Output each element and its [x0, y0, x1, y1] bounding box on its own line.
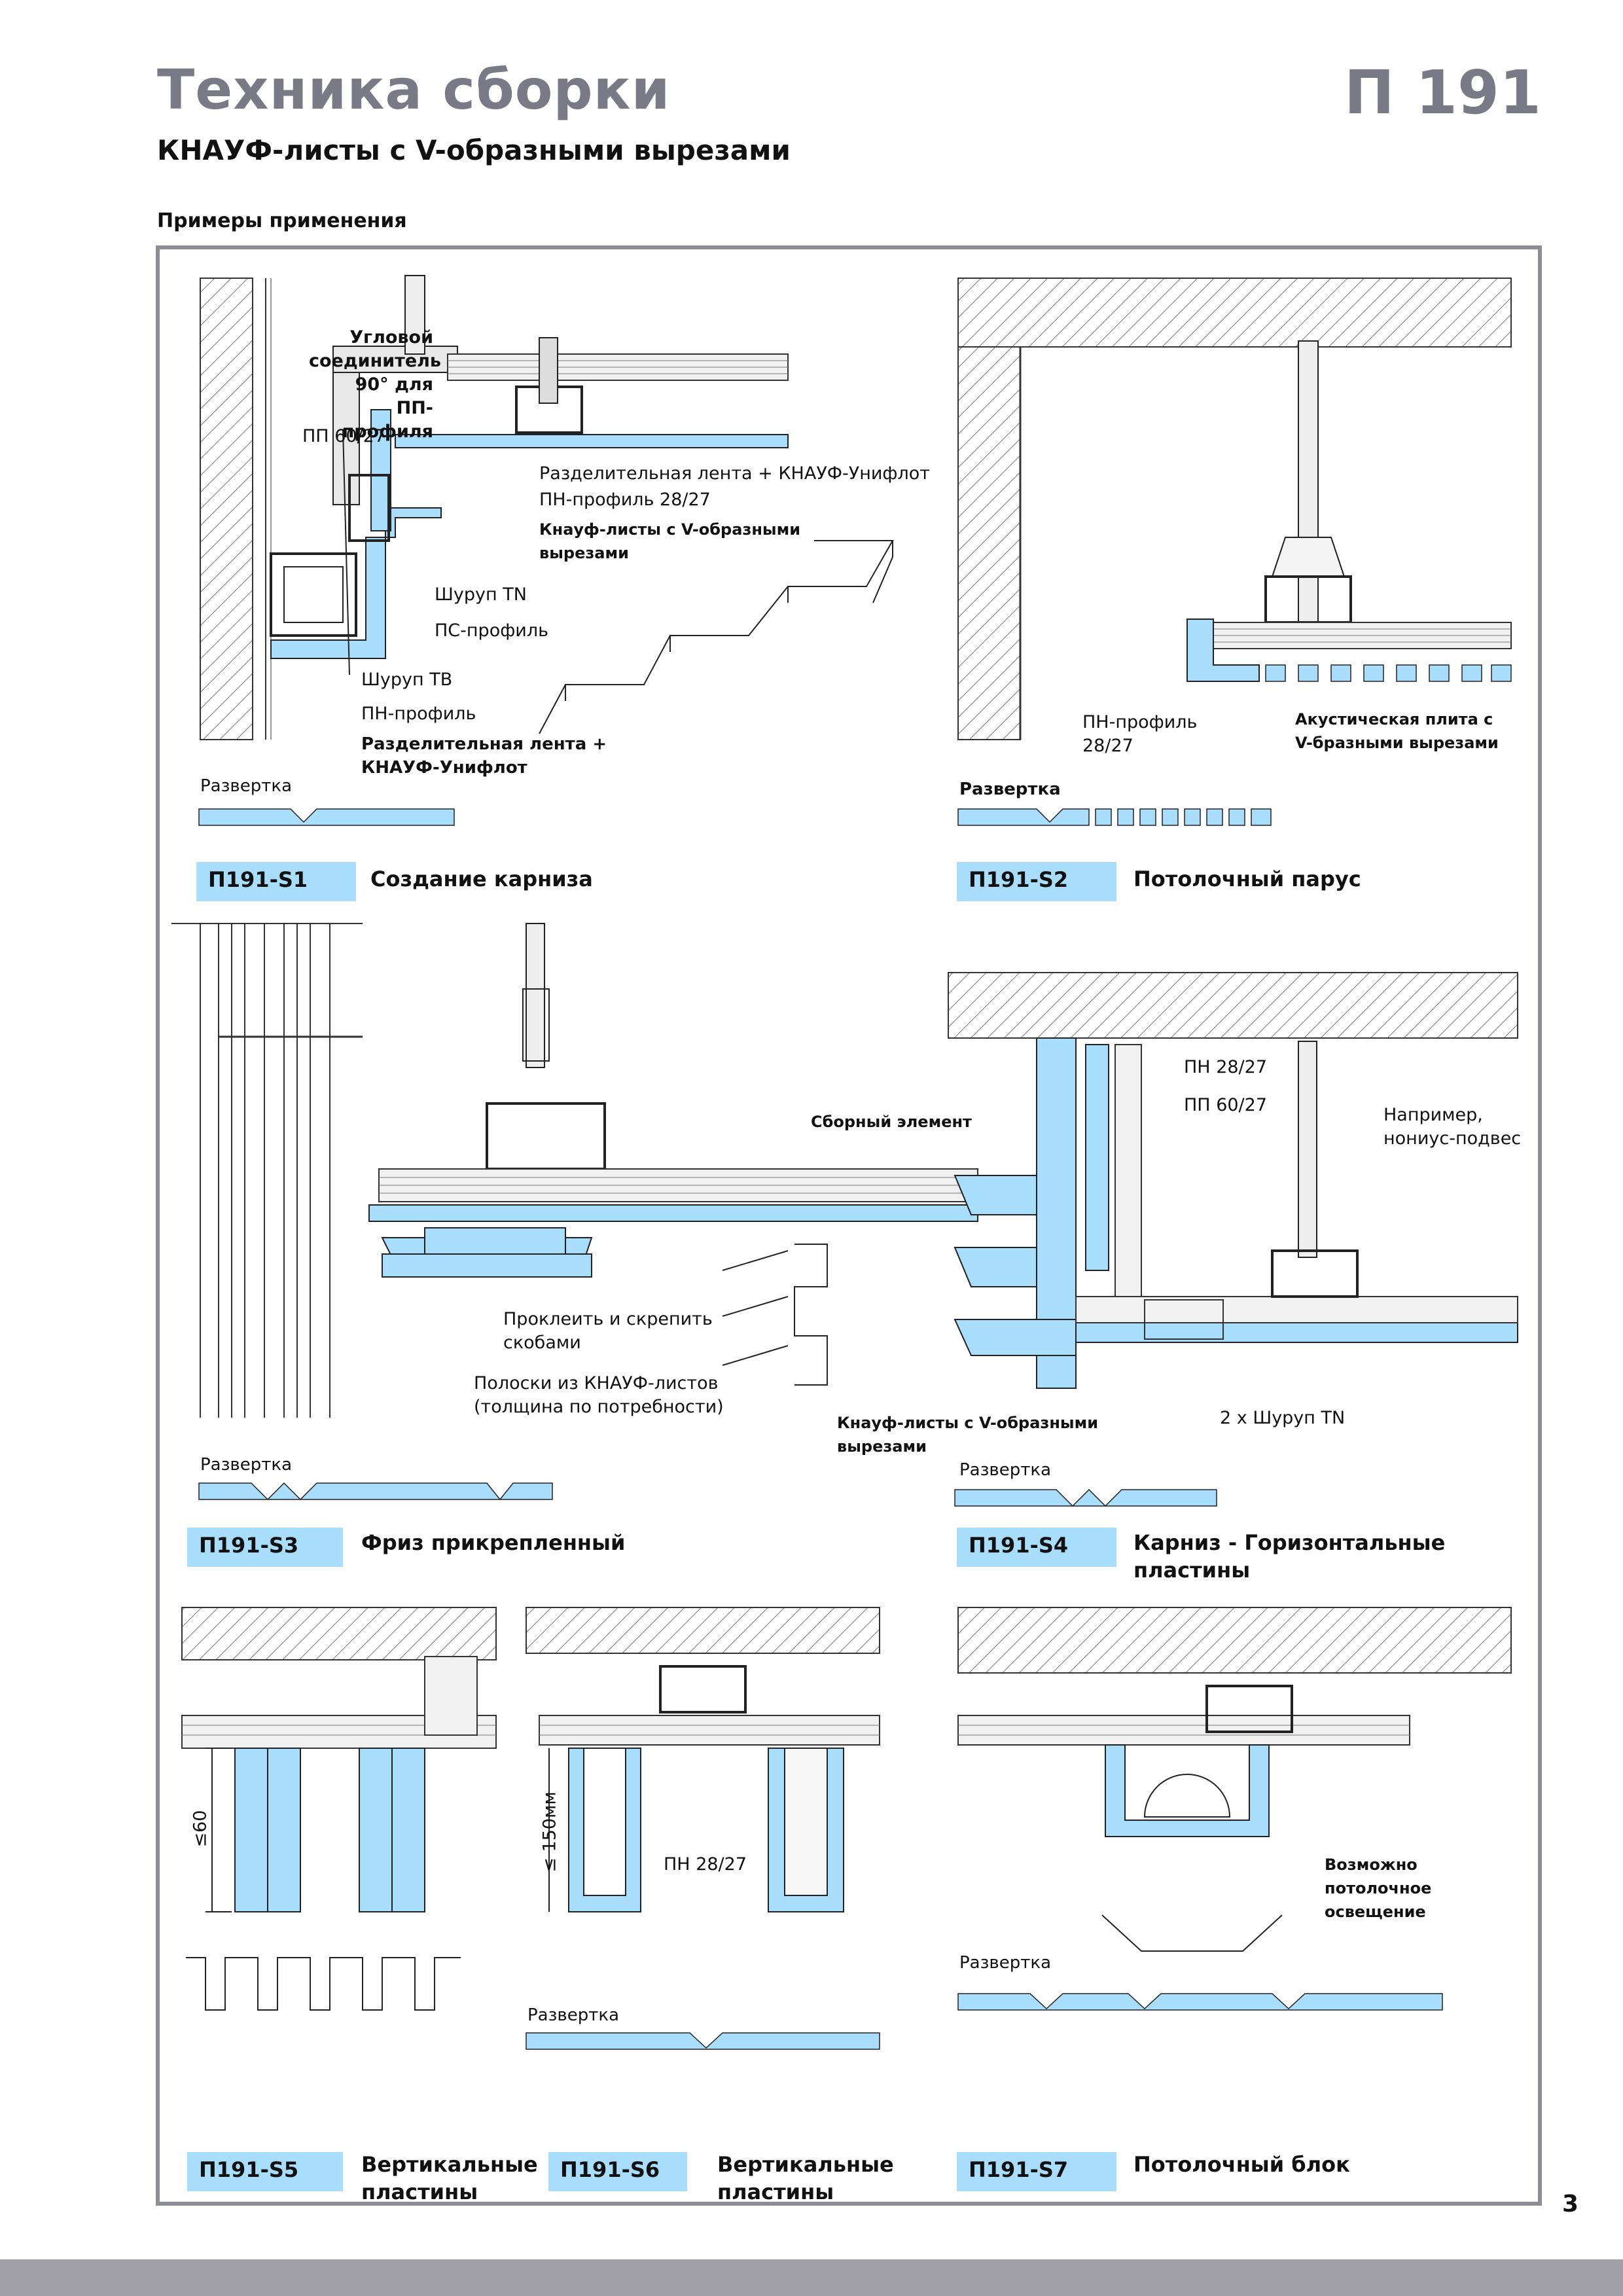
- s6-dimension: ≤ 150мм: [539, 1791, 560, 1873]
- s4-label-pn: ПН 28/27: [1184, 1057, 1267, 1077]
- s7-note: Возможно потолочное освещение: [1325, 1856, 1432, 1921]
- s3-drawing: [171, 923, 978, 1501]
- s6-label-pn: ПН 28/27: [664, 1854, 747, 1874]
- page-subtitle: КНАУФ-листы с V-образными вырезами: [157, 134, 791, 166]
- s4-label-tn: 2 х Шуруп TN: [1220, 1408, 1346, 1428]
- s4-label-vsheets: Кнауф-листы с V-образными вырезами: [837, 1414, 1099, 1456]
- s1-label-tape2: Разделительная лента + КНАУФ-Унифлот: [361, 734, 607, 778]
- s5-drawing: [181, 1607, 497, 2011]
- s1-label-vsheets: Кнауф-листы с V-образными вырезами: [539, 520, 801, 562]
- s7-caption: Потолочный блок: [1133, 2152, 1350, 2177]
- s1-label-pp: ПП 60/27: [302, 426, 385, 446]
- s5-dimension: ≤60: [190, 1810, 211, 1848]
- s3-caption: Фриз прикрепленный: [361, 1530, 626, 1555]
- s1-label-tape: Разделительная лента + КНАУФ-Унифлот: [539, 463, 931, 484]
- s2-drawing: [957, 278, 1512, 826]
- s2-label-acoustic: Акустическая плита с V-бразными вырезами: [1295, 710, 1499, 752]
- s1-development-label: Развертка: [200, 776, 293, 796]
- s1-label-corner: Угловой соединитель 90° для ПП-профиля: [309, 327, 441, 442]
- s5-caption: Вертикальные пластины: [361, 2152, 538, 2204]
- page-number: 3: [1561, 2191, 1578, 2217]
- s5-tag: П191-S5: [187, 2152, 343, 2191]
- document-code: П 191: [1344, 58, 1541, 128]
- s4-drawing: [948, 972, 1518, 1507]
- s4-tag: П191-S4: [957, 1528, 1116, 1567]
- s4-development-label: Развертка: [959, 1460, 1052, 1480]
- s2-caption: Потолочный парус: [1133, 867, 1361, 891]
- drawings-canvas: [171, 275, 1518, 2050]
- s2-label-pn: ПН-профиль 28/27: [1082, 712, 1198, 756]
- page-title: Техника сборки: [157, 58, 671, 122]
- s6-development-label: Развертка: [527, 2005, 620, 2025]
- footer-bar: [0, 2259, 1623, 2296]
- s1-tag: П191-S1: [196, 862, 356, 901]
- s4-label-assembly: Сборный элемент: [811, 1113, 972, 1131]
- s1-label-pn: ПН-профиль: [361, 704, 476, 724]
- s7-development-label: Развертка: [959, 1953, 1052, 1973]
- s1-label-pn28: ПН-профиль 28/27: [539, 490, 711, 510]
- s3-label-glue: Проклеить и скрепить скобами: [503, 1309, 713, 1353]
- s7-drawing: [957, 1607, 1512, 2011]
- s1-label-tb: Шуруп TB: [361, 670, 453, 690]
- s7-tag: П191-S7: [957, 2152, 1116, 2191]
- s3-tag: П191-S3: [187, 1528, 343, 1567]
- examples-frame: Угловой соединитель 90° для ПП-профиля П…: [156, 245, 1542, 2206]
- s3-label-strips: Полоски из КНАУФ-листов (толщина по потр…: [474, 1373, 724, 1417]
- s1-caption: Создание карниза: [370, 867, 593, 891]
- s6-tag: П191-S6: [548, 2152, 687, 2191]
- s4-label-pp: ПП 60/27: [1184, 1095, 1267, 1115]
- s4-caption: Карниз - Горизонтальные пластины: [1133, 1530, 1446, 1583]
- s2-tag: П191-S2: [957, 862, 1116, 901]
- s1-label-ps: ПС-профиль: [435, 620, 549, 641]
- s4-label-hanger: Например, нониус-подвес: [1383, 1105, 1522, 1149]
- s2-development-label: Развертка: [959, 780, 1061, 799]
- section-heading: Примеры применения: [157, 209, 407, 232]
- s1-label-tn: Шуруп TN: [435, 584, 527, 605]
- s1-drawing: [198, 275, 894, 826]
- s6-drawing: [526, 1607, 880, 2050]
- s6-caption: Вертикальные пластины: [717, 2152, 894, 2204]
- s3-development-label: Развертка: [200, 1455, 293, 1475]
